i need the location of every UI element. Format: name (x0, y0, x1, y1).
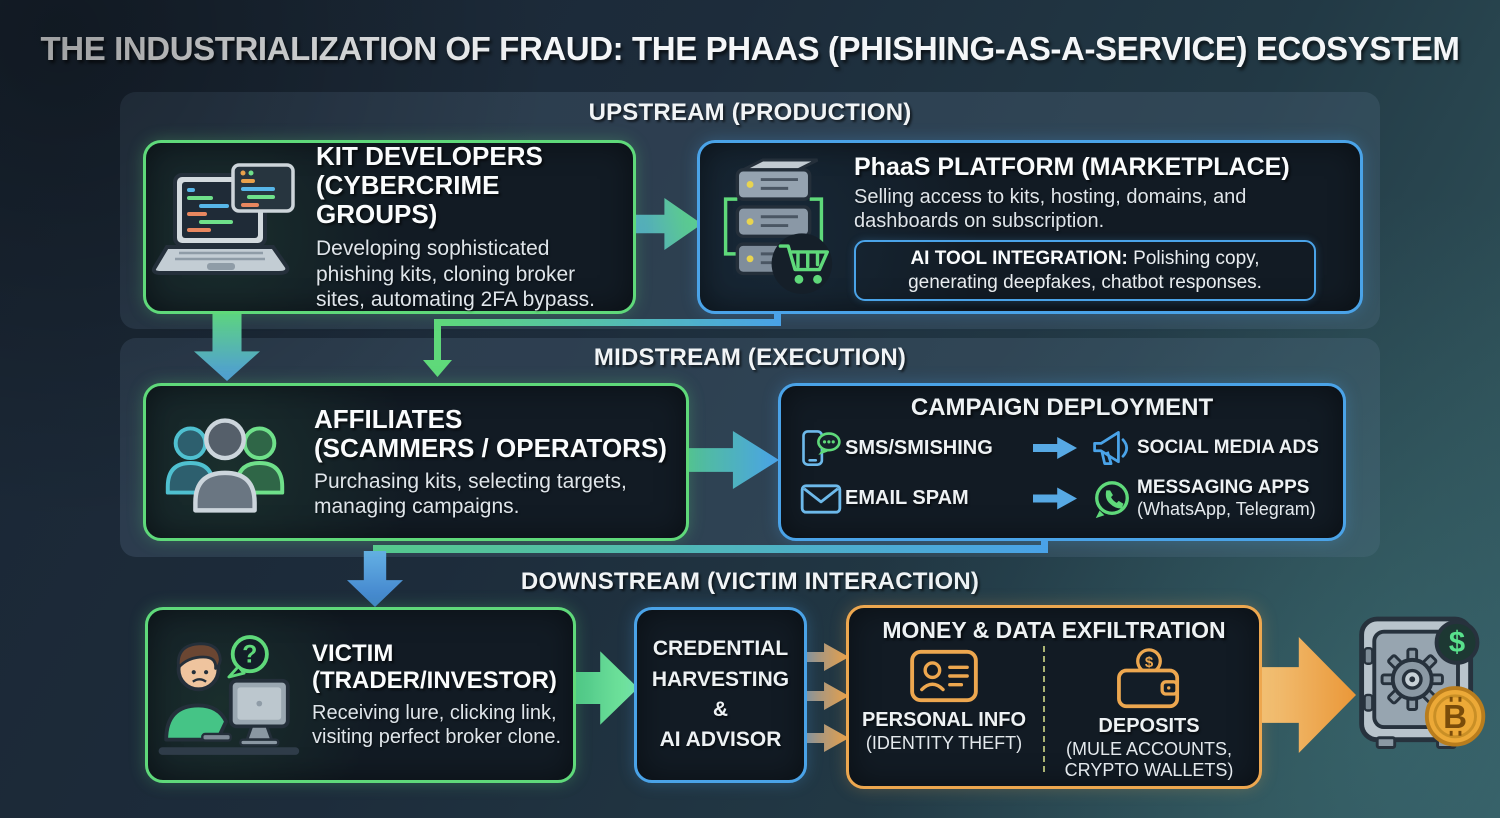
megaphone-icon (1087, 428, 1137, 468)
credential-line3: & (712, 698, 729, 721)
connector-campaign-horizontal (373, 545, 1048, 553)
ai-tool-text: Polishing copy, generating deepfakes, ch… (908, 247, 1262, 293)
deposits-sub: (MULE ACCOUNTS, CRYPTO WALLETS) (1064, 739, 1234, 780)
campaign-deployment-box: CAMPAIGN DEPLOYMENT SMS/SMISHING (778, 383, 1346, 541)
affiliates-box: AFFILIATES (SCAMMERS / OPERATORS) Purcha… (143, 383, 689, 541)
personal-info-label: PERSONAL INFO (861, 709, 1027, 731)
campaign-email-label: EMAIL SPAM (845, 487, 969, 509)
arrow-email-to-messaging-icon (1033, 487, 1077, 510)
affiliates-body: Purchasing kits, selecting targets, mana… (314, 469, 627, 519)
victim-title-line2: (TRADER/INVESTOR) (312, 667, 557, 694)
kit-developers-body: Developing sophisticated phishing kits, … (316, 237, 595, 311)
envelope-icon (797, 483, 845, 515)
svg-text:$: $ (1145, 654, 1154, 671)
deposits-label: DEPOSITS (1098, 715, 1200, 737)
kit-developers-box: KIT DEVELOPERS (CYBERCRIME GROUPS) Devel… (143, 140, 636, 314)
personal-info-sub: (IDENTITY THEFT) (865, 733, 1023, 753)
campaign-sms-label: SMS/SMISHING (845, 436, 993, 459)
wallet-dollar-icon: $ (1113, 648, 1185, 710)
person-at-computer-icon: ? (148, 626, 306, 764)
victim-box: ? VICTIM (TRADER/INVESTOR) Receiving lur… (145, 607, 576, 783)
kit-developers-title-line2: (CYBERCRIME GROUPS) (316, 170, 500, 230)
affiliates-title-line2: (SCAMMERS / OPERATORS) (314, 432, 667, 463)
vault-bitcoin-icon: $ B (1348, 613, 1494, 776)
svg-text:B: B (1443, 699, 1467, 736)
whatsapp-icon (1087, 478, 1137, 520)
ai-tool-label: AI TOOL INTEGRATION: (910, 247, 1128, 269)
phone-chat-icon (797, 426, 845, 470)
midstream-header: MIDSTREAM (EXECUTION) (593, 344, 907, 371)
campaign-messaging-sub: (WhatsApp, Telegram) (1137, 499, 1316, 519)
laptop-code-icon (146, 163, 306, 291)
server-cart-icon (700, 156, 848, 298)
victim-title-line1: VICTIM (312, 640, 394, 668)
money-exfiltration-box: MONEY & DATA EXFILTRATION PERSONAL INFO … (846, 605, 1262, 789)
campaign-messaging-label: MESSAGING APPS (1137, 477, 1310, 498)
connector-platform-down (774, 302, 781, 326)
phaas-platform-title: PhaaS PLATFORM (MARKETPLACE) (854, 152, 1290, 181)
svg-text:?: ? (242, 642, 257, 669)
connector-campaign-down (1041, 533, 1048, 549)
campaign-social-label: SOCIAL MEDIA ADS (1137, 437, 1319, 458)
credential-harvesting-box: CREDENTIAL HARVESTING & AI ADVISOR (634, 607, 807, 783)
svg-text:$: $ (1449, 627, 1465, 659)
credential-line2: HARVESTING (651, 667, 790, 691)
victim-body: Receiving lure, clicking link, visiting … (312, 701, 562, 748)
phaas-platform-box: PhaaS PLATFORM (MARKETPLACE) Selling acc… (697, 140, 1363, 314)
credential-line4: AI ADVISOR (659, 728, 782, 752)
phaas-platform-body: Selling access to kits, hosting, domains… (854, 185, 1247, 232)
ai-tool-integration-box: AI TOOL INTEGRATION: Polishing copy, gen… (854, 239, 1316, 302)
arrow-victim-to-credential-icon (568, 651, 638, 725)
connector-platform-horizontal (434, 319, 781, 326)
arrow-money-to-vault-icon (1252, 637, 1356, 753)
campaign-title: CAMPAIGN DEPLOYMENT (910, 394, 1214, 421)
upstream-header: UPSTREAM (PRODUCTION) (588, 99, 912, 126)
kit-developers-title-line1: KIT DEVELOPERS (316, 141, 543, 172)
group-people-icon (146, 403, 304, 521)
connector-platform-vertical (434, 322, 441, 362)
money-exfiltration-title: MONEY & DATA EXFILTRATION (882, 617, 1226, 643)
arrow-sms-to-social-icon (1033, 437, 1077, 459)
credential-line1: CREDENTIAL (652, 637, 789, 661)
money-box-divider (1043, 646, 1045, 772)
page-title: THE INDUSTRIALIZATION OF FRAUD: THE PHAA… (40, 30, 1460, 67)
downstream-header: DOWNSTREAM (VICTIM INTERACTION) (520, 568, 980, 595)
affiliates-title-line1: AFFILIATES (314, 403, 463, 434)
id-card-icon (909, 648, 979, 704)
